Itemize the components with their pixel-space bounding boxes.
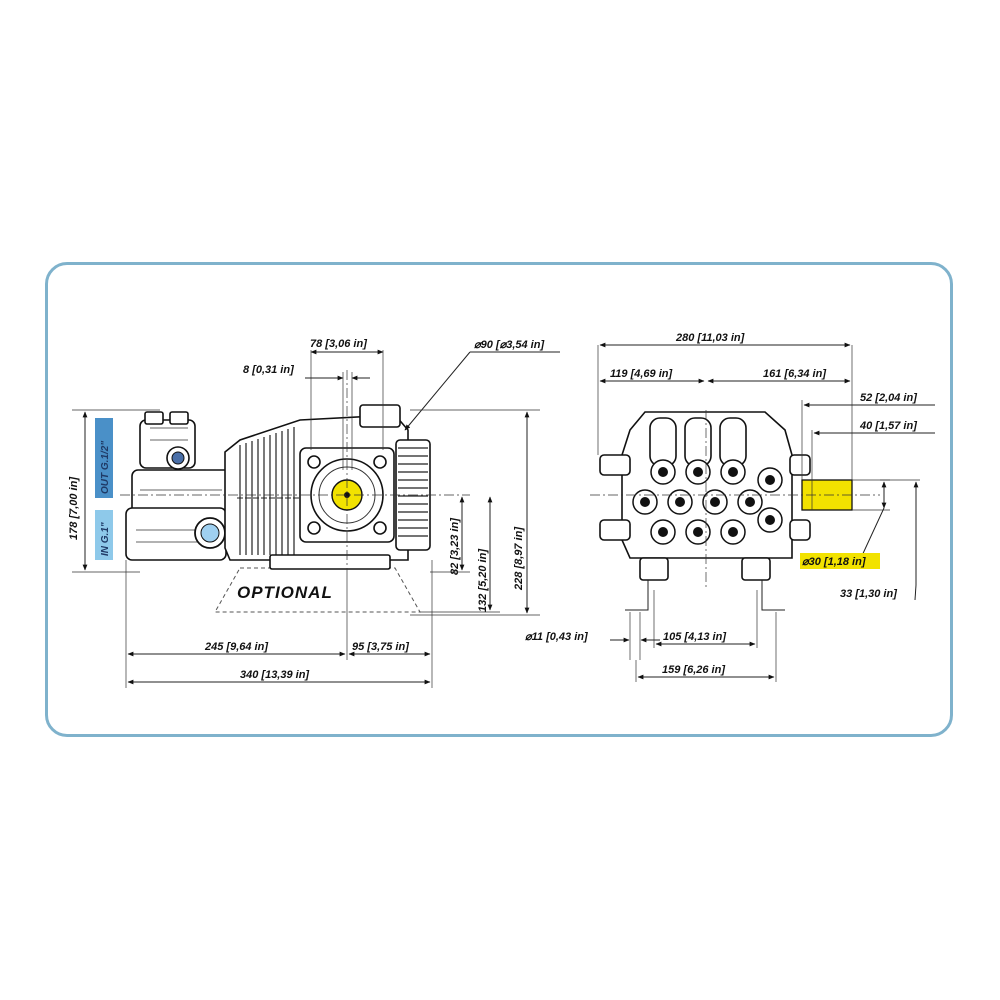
pump-head [125, 411, 233, 561]
mounting-flange [299, 439, 431, 551]
drawing-frame [45, 262, 953, 737]
dim-foot-105: 105 [4,13 in] [663, 631, 726, 643]
valve-center [658, 527, 668, 537]
dim-8: 8 [0,31 in] [243, 364, 294, 376]
dim-hole-11: ⌀11 [0,43 in] [525, 631, 588, 643]
dim-width-280: 280 [11,03 in] [675, 332, 745, 344]
dim-shaft-40: 40 [1,57 in] [859, 420, 917, 432]
valve-center [765, 515, 775, 525]
out-port-label: OUT G.1/2" [100, 441, 111, 494]
dim-foot-159: 159 [6,26 in] [662, 664, 725, 676]
in-port-label-box [95, 510, 113, 560]
side-view: OPTIONAL [68, 338, 560, 688]
dim-shaft-dia-30: ⌀30 [1,18 in] [802, 556, 866, 568]
optional-label: OPTIONAL [237, 583, 333, 602]
shaft-dia-label-box [800, 553, 880, 569]
valve-center [728, 527, 738, 537]
dim-len-95: 95 [3,75 in] [352, 641, 409, 653]
dim-height-178: 178 [7,00 in] [68, 477, 80, 540]
valve-center [693, 467, 703, 477]
valve-center [728, 467, 738, 477]
valve-center [710, 497, 720, 507]
in-port-label: IN G.1" [100, 522, 111, 556]
dim-shaft-h-33: 33 [1,30 in] [840, 588, 897, 600]
valve-center [640, 497, 650, 507]
valve-center [693, 527, 703, 537]
pump-front-body [599, 411, 811, 611]
dim-width-161: 161 [6,34 in] [763, 368, 826, 380]
out-port-label-box [95, 418, 113, 498]
dim-bore-90: ⌀90 [⌀3,54 in] [474, 339, 544, 351]
dim-len-245: 245 [9,64 in] [204, 641, 268, 653]
dim-height-82: 82 [3,23 in] [449, 518, 461, 575]
dim-height-228: 228 [8,97 in] [513, 527, 525, 591]
dim-shaft-52: 52 [2,04 in] [860, 392, 917, 404]
dim-height-132: 132 [5,20 in] [477, 549, 489, 612]
front-view: 280 [11,03 in] 119 [4,69 in] 161 [6,34 i… [525, 332, 935, 682]
dim-width-119: 119 [4,69 in] [610, 368, 672, 380]
valve-center [745, 497, 755, 507]
valve-center [765, 475, 775, 485]
dim-len-340: 340 [13,39 in] [240, 669, 309, 681]
valve-center [658, 467, 668, 477]
dim-78: 78 [3,06 in] [310, 338, 367, 350]
valve-center [675, 497, 685, 507]
